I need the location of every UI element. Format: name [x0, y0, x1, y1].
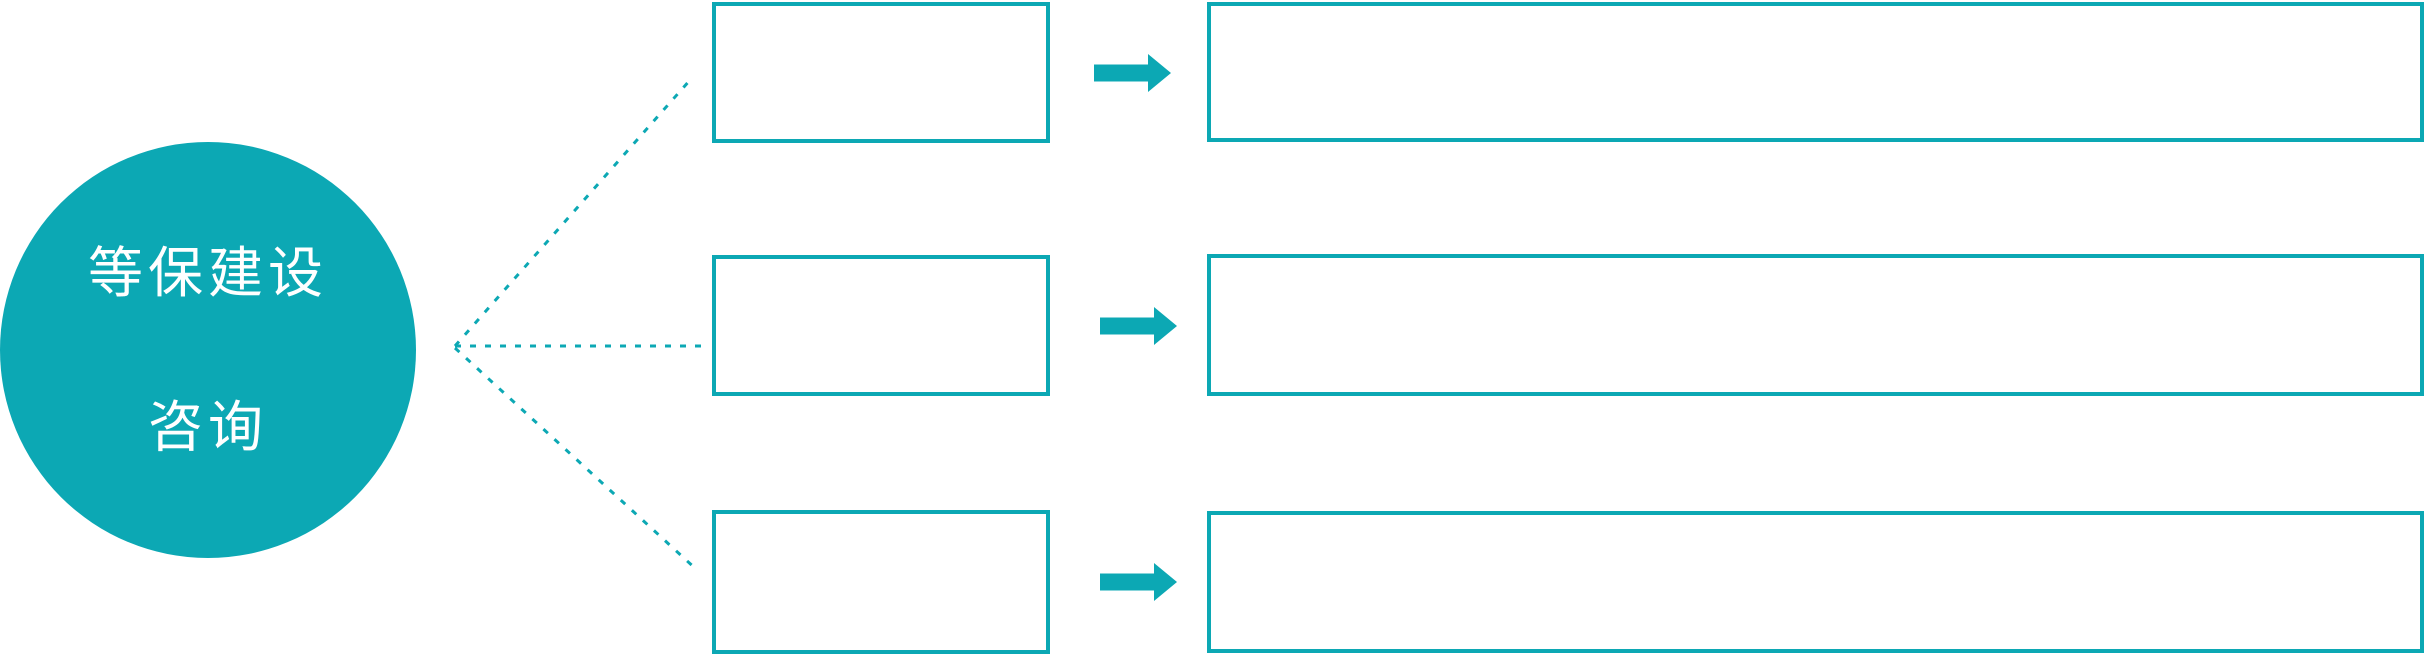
- detail-box-1: [1207, 2, 2424, 142]
- root-label-line1: 等保建设: [87, 241, 328, 304]
- root-node-label: 等保建设 咨询: [88, 235, 328, 466]
- stage-box-1: [712, 2, 1050, 143]
- arrow-right-icon: [1100, 563, 1177, 601]
- root-node-circle: 等保建设 咨询: [0, 142, 416, 558]
- dashed-connector-bottom-icon: [453, 346, 699, 572]
- detail-box-2: [1207, 254, 2424, 396]
- stage-box-2: [712, 255, 1050, 396]
- dashed-connector-top-icon: [453, 79, 692, 347]
- root-label-line2: 咨询: [147, 395, 268, 458]
- arrow-right-icon: [1100, 307, 1177, 345]
- arrow-right-icon: [1094, 54, 1171, 92]
- detail-box-3: [1207, 511, 2424, 653]
- stage-box-3: [712, 510, 1050, 654]
